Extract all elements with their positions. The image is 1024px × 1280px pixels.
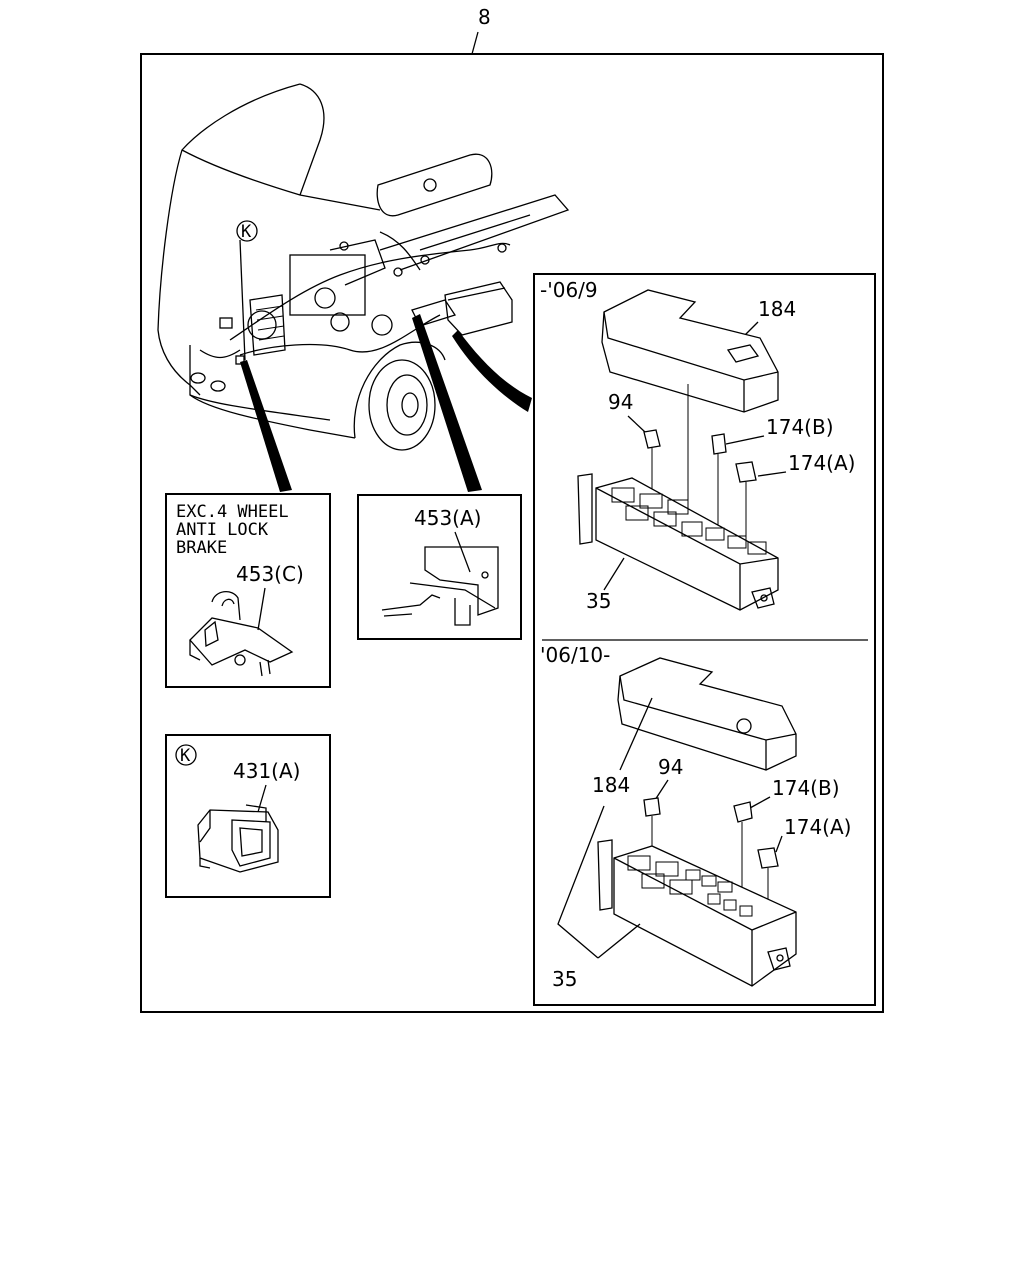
leader-band-fusebox: [452, 330, 532, 412]
leader-band-bracket: [412, 314, 482, 492]
fusebox-panel-frame: [533, 273, 876, 1006]
early-box-label: 35: [586, 589, 611, 613]
early-relay-a-illustration: [735, 461, 757, 483]
late-fuse-leader: [654, 779, 669, 801]
sheet-leader: [471, 31, 479, 55]
early-fusebox-body-illustration: [577, 473, 779, 611]
inset-abs-note-line3: BRAKE: [176, 538, 227, 558]
early-fusebox-cover-illustration: [601, 289, 779, 413]
late-period-label: '06/10-: [540, 643, 610, 667]
inset-abs-part-label: 453(C): [236, 562, 304, 586]
early-relay-a-leader: [757, 471, 787, 477]
inset-connector-part-label: 431(A): [233, 759, 300, 783]
late-box-leader-b: [597, 923, 641, 959]
inset-connector-k-circle: [175, 744, 197, 766]
inset-abs-note-line1: EXC.4 WHEEL: [176, 502, 289, 522]
late-cover-leader: [619, 697, 653, 771]
callout-k-circle: [236, 220, 258, 242]
early-period-label: -'06/9: [540, 278, 598, 302]
early-box-leader: [603, 557, 625, 591]
sheet-number: 8: [478, 5, 491, 29]
inset-abs-leader: [257, 587, 266, 631]
inset-abs-note-line2: ANTI LOCK: [176, 520, 269, 540]
vehicle-overview-illustration: [157, 83, 570, 451]
early-relay-b-illustration: [711, 433, 727, 455]
abs-bracket-453c-illustration: [189, 591, 294, 677]
early-fuse-illustration: [643, 429, 661, 449]
late-box-leader-a: [557, 805, 605, 959]
inset-connector-frame: [165, 734, 331, 898]
early-relay-b-leader: [725, 435, 765, 445]
early-relay-b-label: 174(B): [766, 415, 834, 439]
late-relay-b-illustration: [733, 801, 753, 823]
late-relay-a-illustration: [757, 847, 779, 869]
late-relay-b-label: 174(B): [772, 776, 840, 800]
late-fuse-label: 94: [658, 755, 683, 779]
early-cover-label: 184: [758, 297, 796, 321]
late-fuse-illustration: [643, 797, 661, 817]
inset-connector-k-label: K: [180, 746, 191, 766]
inset-bracket-frame: [357, 494, 522, 640]
late-relay-a-leader: [775, 835, 783, 853]
inset-bracket-part-label: 453(A): [414, 506, 481, 530]
early-fuse-label: 94: [608, 390, 633, 414]
early-relay-a-label: 174(A): [788, 451, 855, 475]
inset-abs-frame: [165, 493, 331, 688]
late-cover-label: 184: [592, 773, 630, 797]
late-relay-a-label: 174(A): [784, 815, 851, 839]
late-relay-b-leader: [749, 796, 771, 809]
leader-band-abs: [240, 360, 292, 492]
late-fusebox-body-illustration: [597, 839, 797, 987]
bracket-453a-illustration: [381, 546, 499, 626]
late-box-label: 35: [552, 967, 577, 991]
early-fuse-leader: [627, 415, 646, 433]
inset-bracket-leader: [454, 531, 471, 573]
outer-frame: [140, 53, 884, 1013]
connector-431a-illustration: [197, 804, 279, 873]
callout-k-label: K: [241, 222, 252, 242]
late-fusebox-cover-illustration: [617, 657, 797, 771]
